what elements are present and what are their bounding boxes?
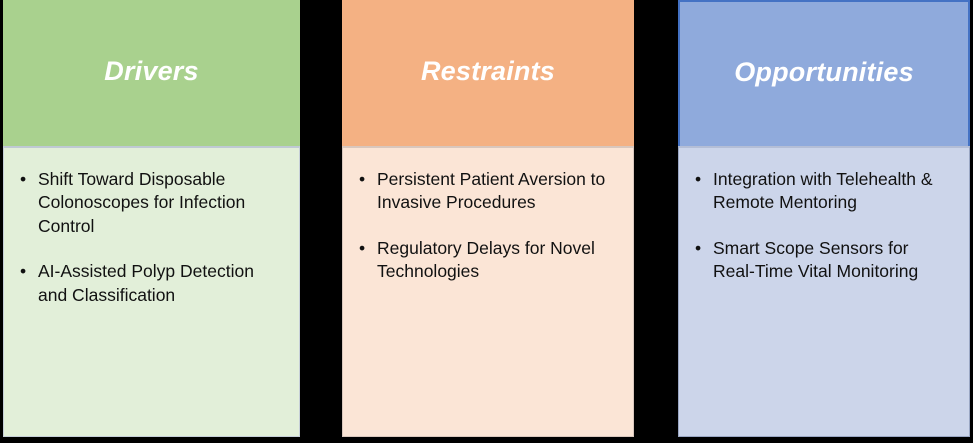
bullet-point-icon: • xyxy=(695,169,702,189)
column-title-drivers: Drivers xyxy=(104,56,199,87)
column-title-restraints: Restraints xyxy=(420,56,556,87)
list-item-label: Regulatory Delays for Novel Technologies xyxy=(377,237,595,282)
column-body-opportunities: • Integration with Telehealth & Remote M… xyxy=(678,146,970,437)
bullet-list-restraints: • Persistent Patient Aversion to Invasiv… xyxy=(357,168,619,284)
bullet-point-icon: • xyxy=(20,169,27,189)
bullet-point-icon: • xyxy=(695,237,702,258)
column-body-drivers: • Shift Toward Disposable Colonoscopes f… xyxy=(3,146,300,437)
bullet-point-icon: • xyxy=(359,237,366,258)
list-item: • Shift Toward Disposable Colonoscopes f… xyxy=(18,168,285,238)
bullet-point-icon: • xyxy=(20,261,27,282)
list-item-label: Persistent Patient Aversion to Invasive … xyxy=(377,169,606,213)
bullet-list-opportunities: • Integration with Telehealth & Remote M… xyxy=(693,168,955,284)
list-item-label: Integration with Telehealth & Remote Men… xyxy=(713,169,933,213)
bullet-point-icon: • xyxy=(359,169,366,189)
column-header-drivers: Drivers xyxy=(3,0,300,146)
list-item-label: AI-Assisted Polyp Detection and Classifi… xyxy=(38,261,254,305)
column-header-restraints: Restraints xyxy=(342,0,634,146)
column-title-opportunities: Opportunities xyxy=(734,57,914,88)
list-item: • AI-Assisted Polyp Detection and Classi… xyxy=(18,260,285,307)
list-item: • Integration with Telehealth & Remote M… xyxy=(693,168,955,215)
list-item-label: Shift Toward Disposable Colonoscopes for… xyxy=(38,169,246,236)
column-header-opportunities: Opportunities xyxy=(678,0,970,146)
bullet-list-drivers: • Shift Toward Disposable Colonoscopes f… xyxy=(18,168,285,307)
column-restraints: Restraints • Persistent Patient Aversion… xyxy=(342,0,634,443)
list-item: • Smart Scope Sensors for Real-Time Vita… xyxy=(693,237,955,284)
list-item: • Persistent Patient Aversion to Invasiv… xyxy=(357,168,619,215)
column-opportunities: Opportunities • Integration with Telehea… xyxy=(678,0,970,443)
column-body-restraints: • Persistent Patient Aversion to Invasiv… xyxy=(342,146,634,437)
column-drivers: Drivers • Shift Toward Disposable Colono… xyxy=(3,0,300,443)
list-item-label: Smart Scope Sensors for Real-Time Vital … xyxy=(713,237,919,282)
list-item: • Regulatory Delays for Novel Technologi… xyxy=(357,237,619,284)
